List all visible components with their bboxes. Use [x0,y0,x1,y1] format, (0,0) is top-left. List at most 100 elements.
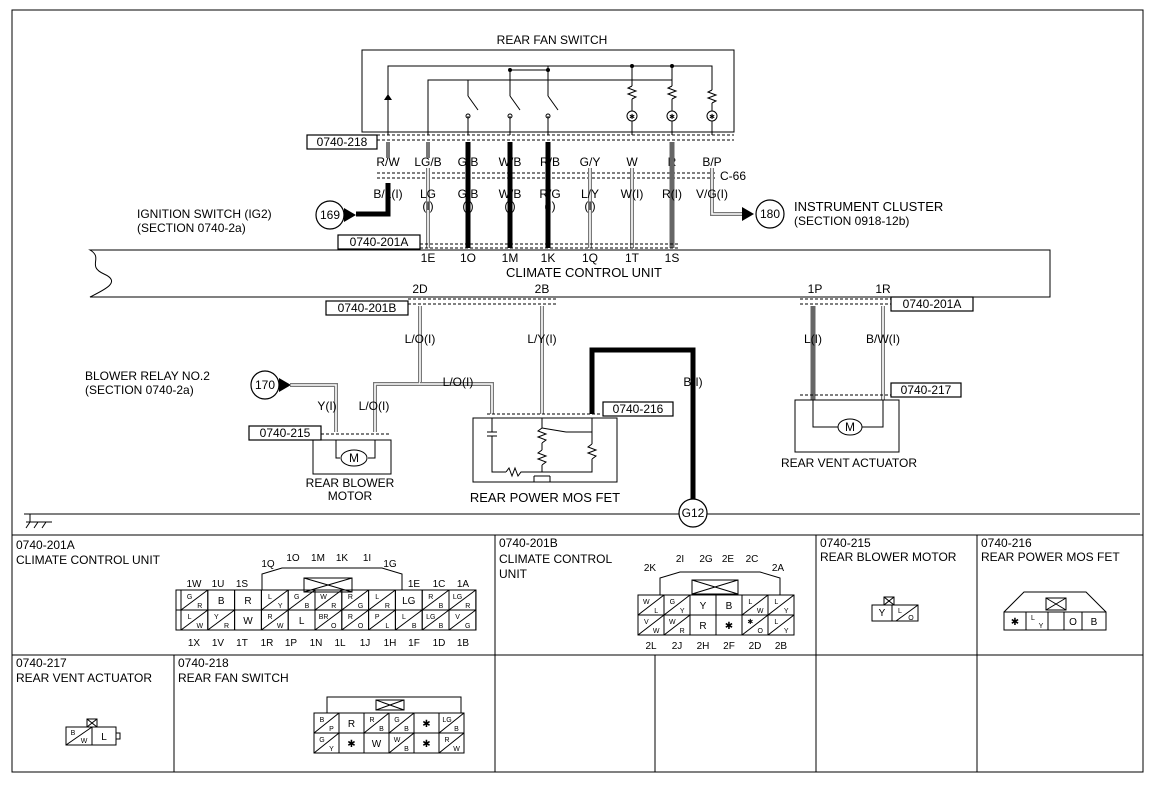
conn-201a-bottom-labels: 1X 1V 1T 1R 1P 1N 1L 1J 1H 1F 1D 1B [188,638,470,649]
pin-color-label: W [669,619,676,626]
pin-color-label: R [369,717,374,724]
connector-tag-0740-218-label: 0740-218 [317,135,368,149]
pin-color-label: O [358,623,364,630]
svg-text:2K: 2K [644,563,657,574]
conn-216-name: REAR POWER MOS FET [981,550,1120,564]
pin-color-label: R [331,603,336,610]
pin-color-label: R [224,623,229,630]
svg-text:(I): (I) [544,199,555,213]
svg-text:B: B [1091,617,1098,628]
connector-tag-0740-217 [890,382,962,398]
rear-blower-motor-label-1: REAR BLOWER [306,476,395,490]
pin-color-label: Y [329,746,334,753]
pin-color-label: L [385,623,389,630]
svg-text:1Q: 1Q [582,251,598,265]
pin-color-label: R [197,603,202,610]
pin-color-label: B [439,623,444,630]
svg-text:(I): (I) [584,199,595,213]
svg-text:2B: 2B [535,282,550,296]
svg-text:2L: 2L [645,641,657,652]
svg-text:0740-201B: 0740-201B [338,301,397,315]
svg-text:L(I): L(I) [804,332,822,346]
conn-218-name: REAR FAN SWITCH [178,671,289,685]
conn-216-face: ✱ L Y O B [1003,591,1107,631]
svg-text:L/Y: L/Y [581,187,599,201]
pin-color-label: L [268,594,272,601]
svg-text:1K: 1K [336,553,349,564]
pin-color-label: R [428,594,433,601]
svg-text:(I): (I) [504,199,515,213]
svg-text:1L: 1L [334,638,346,649]
pin-color-label: G [670,599,675,606]
pin-color-label: V [455,614,460,621]
instrument-cluster-label: INSTRUMENT CLUSTER [794,199,943,214]
pin-color-label: LG [442,717,451,724]
pin-color-label: LG [402,596,416,607]
svg-text:L: L [1031,615,1035,622]
conn-201a-name: CLIMATE CONTROL UNIT [16,553,161,567]
svg-text:G/B: G/B [458,187,479,201]
joint-c66-label: C-66 [720,169,746,183]
pin-color-label: G [394,717,399,724]
rear-fan-switch-title: REAR FAN SWITCH [497,33,608,47]
svg-text:V/G(I): V/G(I) [696,187,728,201]
svg-text:W/B: W/B [499,187,522,201]
pin-color-label: W [277,623,284,630]
svg-text:1V: 1V [212,638,225,649]
pin-color-label: Y [700,601,707,612]
svg-text:0740-216: 0740-216 [613,402,664,416]
pin-color-label: W [653,628,660,635]
conn-217-id: 0740-217 [16,656,67,670]
pin-color-label: L [654,608,658,615]
pin-color-label: Y [680,608,685,615]
pin-color-label: L [774,619,778,626]
pin-color-label: ✱ [747,618,753,626]
ignition-ref-number: 169 [320,208,340,222]
pin-color-label: G [187,594,192,601]
svg-text:2H: 2H [697,641,710,652]
pin-color-label: Y [784,608,789,615]
svg-text:Y: Y [879,608,886,619]
svg-text:1D: 1D [433,638,446,649]
svg-text:1H: 1H [384,638,397,649]
pin-color-label: ✱ [422,719,430,730]
svg-text:1S: 1S [236,579,249,590]
upper-wires [356,142,742,248]
pin-color-label: R [348,719,355,730]
svg-text:B/L(I): B/L(I) [373,187,402,201]
pin-color-label: P [329,726,334,733]
svg-text:1R: 1R [261,638,274,649]
svg-text:R/G: R/G [539,187,560,201]
svg-text:O: O [908,615,914,622]
pin-color-label: L [188,614,192,621]
svg-text:R(I): R(I) [662,187,682,201]
svg-text:Y: Y [1039,623,1044,630]
ignition-section-label: (SECTION 0740-2a) [137,221,246,235]
rear-blower-motor-label-2: MOTOR [328,489,373,503]
svg-text:1J: 1J [360,638,371,649]
pin-color-label: ✱ [422,739,430,750]
pin-color-label: BR [319,614,329,621]
pin-color-label: L [748,599,752,606]
svg-text:W: W [626,155,638,169]
pin-color-label: R [385,603,390,610]
svg-text:O: O [1069,617,1077,628]
svg-text:2D: 2D [749,641,762,652]
pin-color-label: L [299,616,305,627]
svg-text:(I): (I) [462,199,473,213]
svg-text:1W: 1W [187,579,203,590]
svg-text:2D: 2D [412,282,428,296]
svg-text:✱: ✱ [629,113,635,121]
ccu-top-pins: 1E 1O 1M 1K 1Q 1T 1S [421,251,680,265]
svg-text:Y(I): Y(I) [317,399,336,413]
conn-215-name: REAR BLOWER MOTOR [820,550,957,564]
svg-text:R/W: R/W [376,155,400,169]
pin-color-label: W [196,623,203,630]
svg-text:B/W(I): B/W(I) [866,332,900,346]
svg-text:1P: 1P [285,638,298,649]
svg-text:1O: 1O [460,251,476,265]
lower-wires [290,306,885,500]
svg-text:1E: 1E [421,251,436,265]
svg-text:1S: 1S [665,251,680,265]
